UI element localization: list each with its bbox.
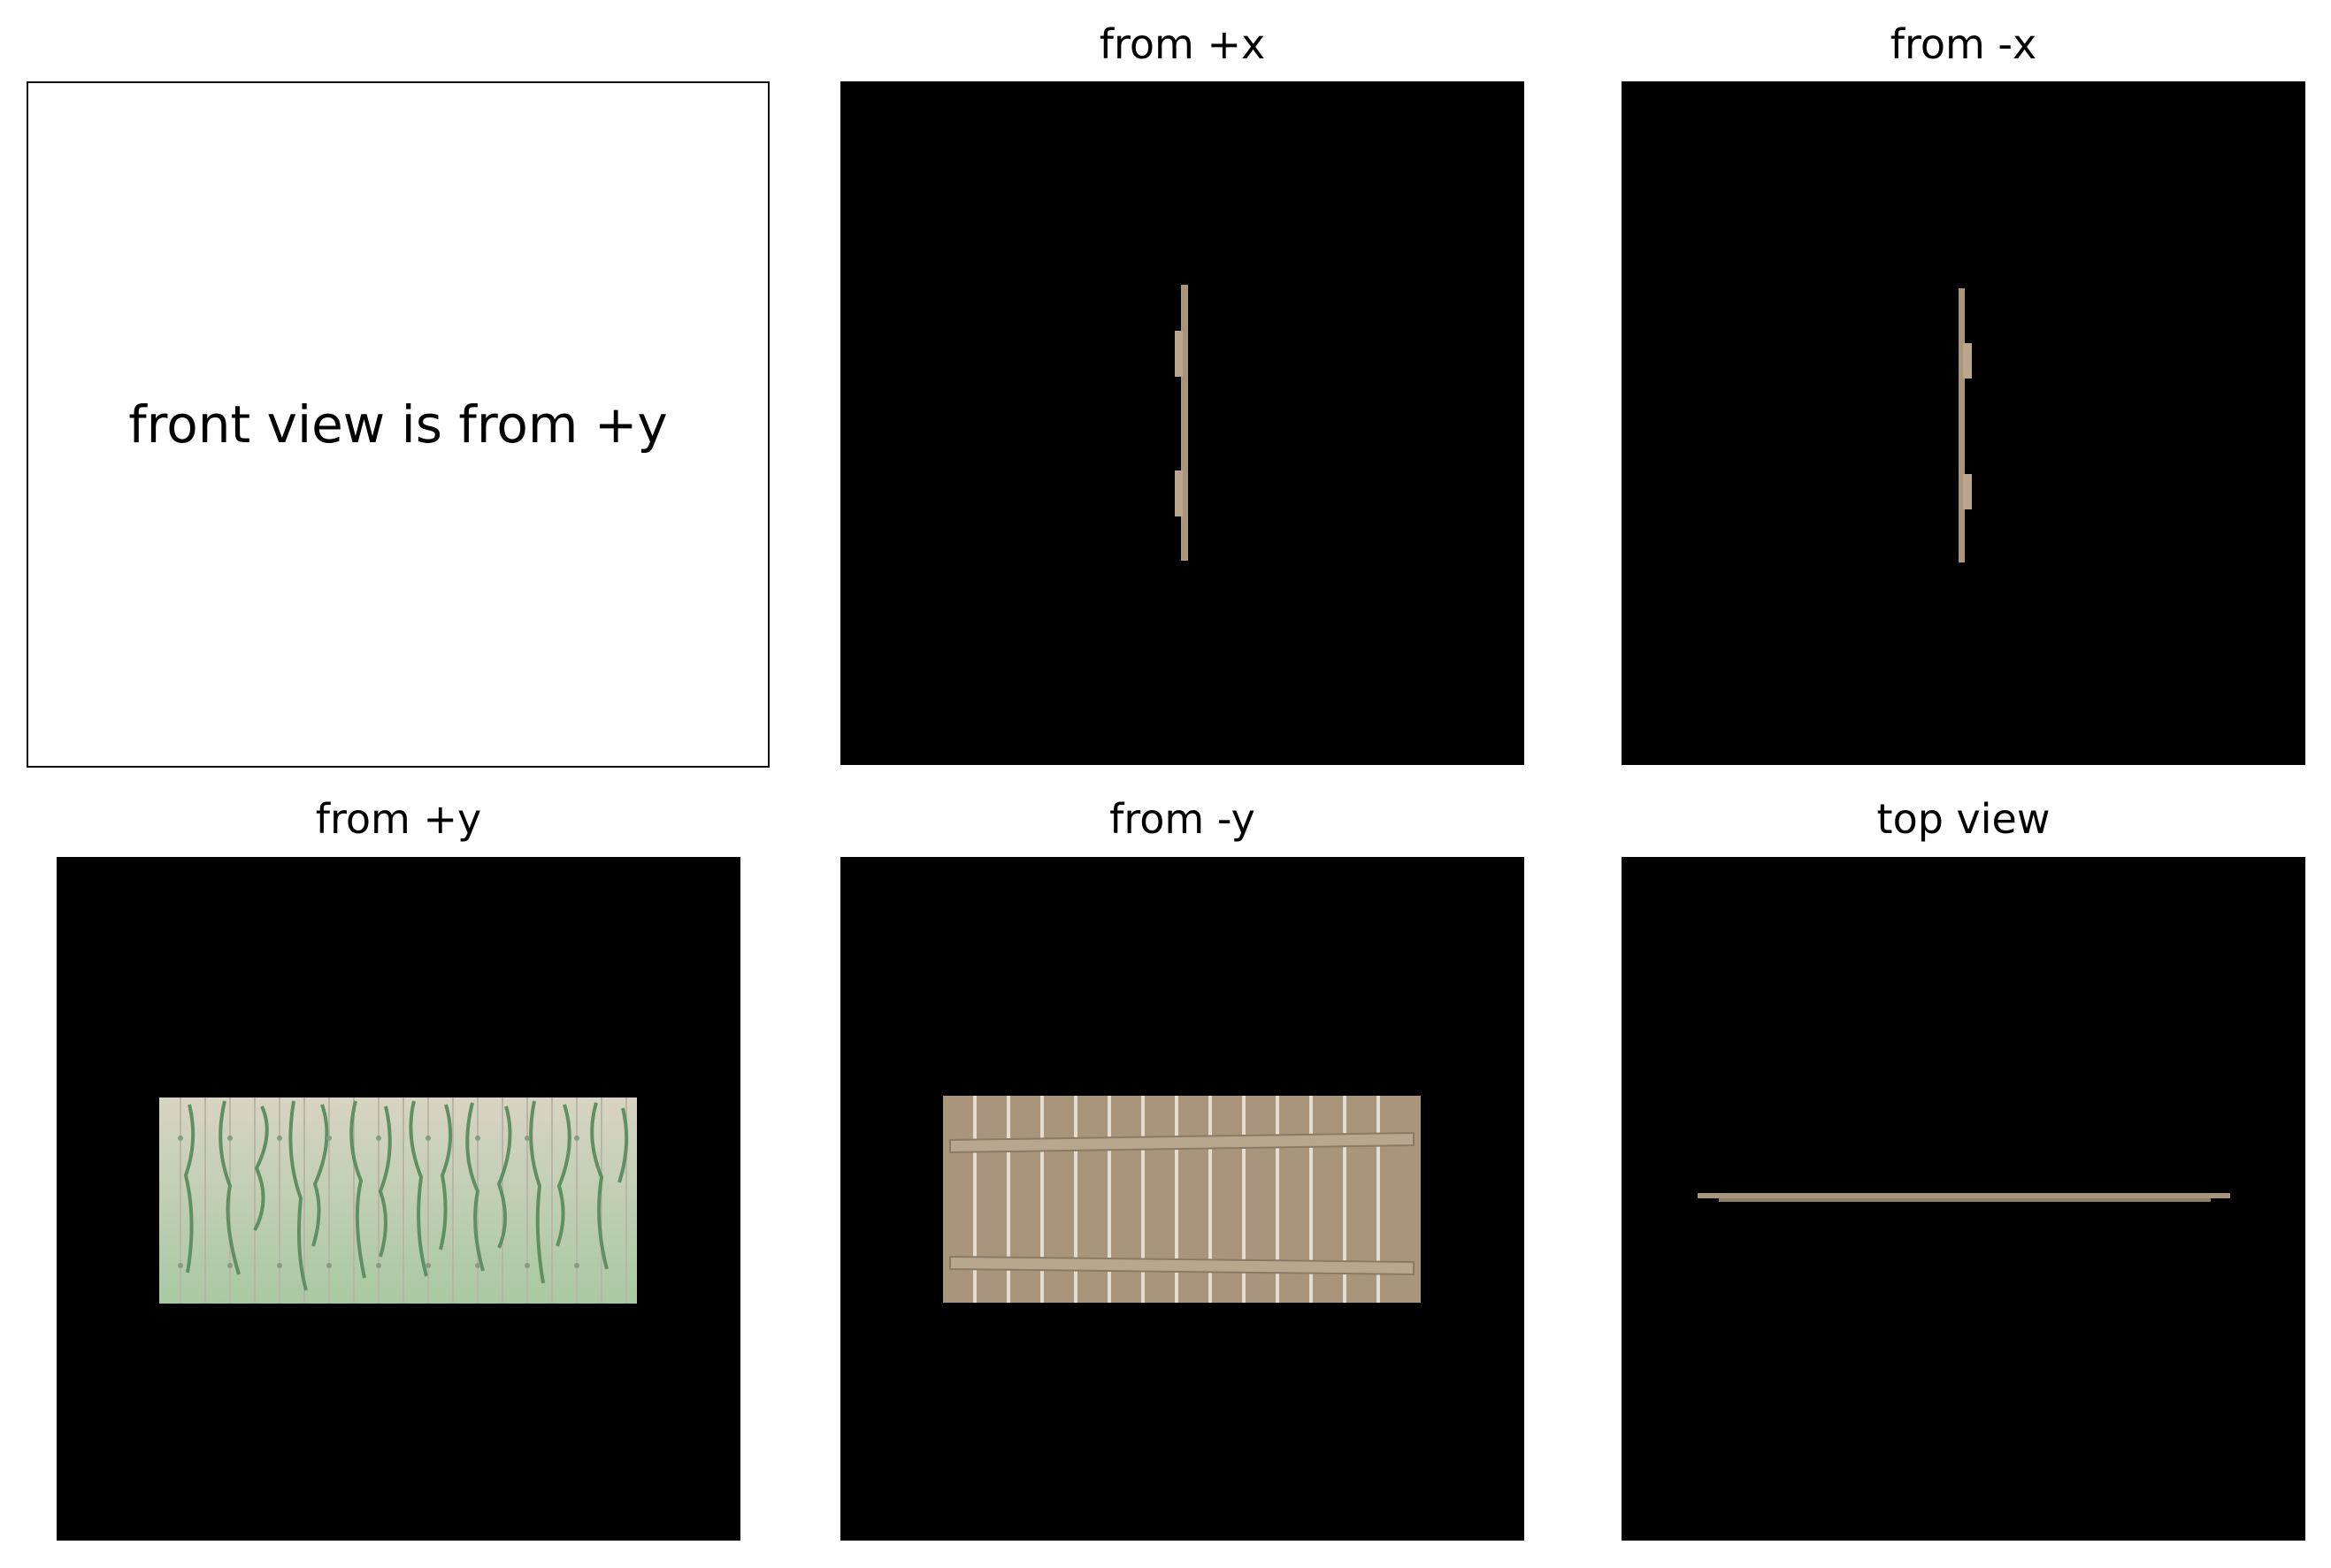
render-top-view — [1622, 857, 2305, 1541]
render-from-plus-x — [840, 81, 1524, 765]
view-title-from-minus-x: from -x — [1890, 20, 2037, 68]
view-title-from-minus-y: from -y — [1109, 795, 1255, 843]
render-from-minus-x — [1622, 81, 2305, 765]
fence-top-silhouette — [1698, 1193, 2230, 1202]
front-view-note-text: front view is from +y — [128, 394, 668, 455]
fence-front-face-green — [159, 1098, 637, 1304]
render-from-plus-y — [57, 857, 740, 1541]
view-title-from-plus-y: from +y — [315, 795, 482, 843]
view-title-from-plus-x: from +x — [1099, 20, 1266, 68]
render-from-minus-y — [840, 857, 1524, 1541]
view-title-top-view: top view — [1876, 795, 2051, 843]
fence-back-face-wood — [943, 1096, 1421, 1303]
fence-side-silhouette-plus-x — [1175, 285, 1188, 561]
front-view-note-panel: front view is from +y — [27, 81, 770, 768]
fence-side-silhouette-minus-x — [1959, 288, 1972, 562]
